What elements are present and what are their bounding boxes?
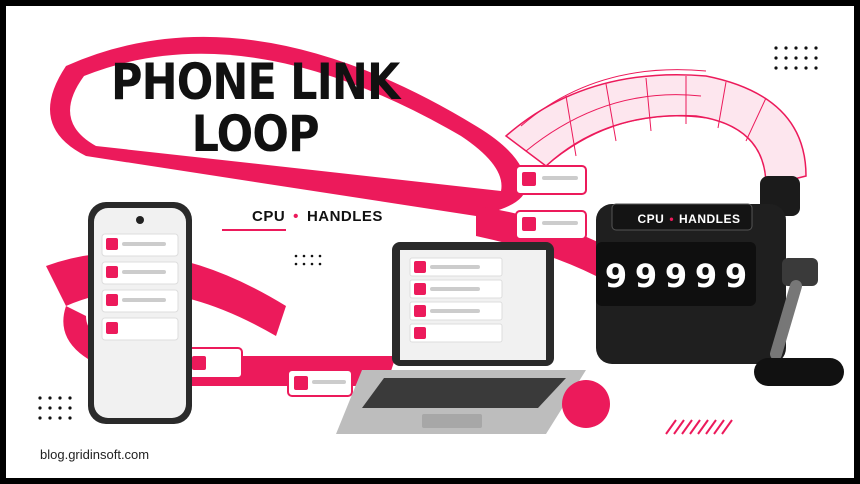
tally-counter-device: [596, 176, 844, 386]
counter-digit: 9: [724, 257, 748, 295]
accent-circle: [562, 380, 610, 428]
counter-label-separator: •: [669, 212, 675, 226]
phone-device: [88, 202, 192, 424]
site-url: blog.gridinsoft.com: [40, 447, 150, 462]
counter-label-right: HANDLES: [679, 212, 741, 226]
page-title: PHONE LINK LOOP: [110, 53, 400, 163]
laptop-device: [336, 242, 586, 434]
scene-illustration: [38, 36, 844, 435]
decor-dots: [38, 46, 818, 420]
tagline-separator: •: [293, 208, 299, 225]
counter-label: CPU • HANDLES: [630, 212, 748, 226]
notification-tunnel: [504, 69, 807, 187]
counter-digit: 9: [604, 257, 628, 295]
ribbon-inner: [70, 53, 502, 192]
counter-digit: 9: [664, 257, 688, 295]
counter-digit: 9: [694, 257, 718, 295]
tagline-right: HANDLES: [306, 208, 383, 225]
tagline: CPU • HANDLES: [252, 208, 383, 225]
tagline-left: CPU: [252, 208, 286, 225]
ribbon-right: [476, 206, 606, 276]
accent-hatch: [665, 419, 733, 435]
counter-label-left: CPU: [637, 212, 665, 226]
counter-digit: 9: [634, 257, 658, 295]
banner-image: PHONE LINK LOOP CPU•HANDLES CPU•HANDLES …: [6, 6, 854, 478]
